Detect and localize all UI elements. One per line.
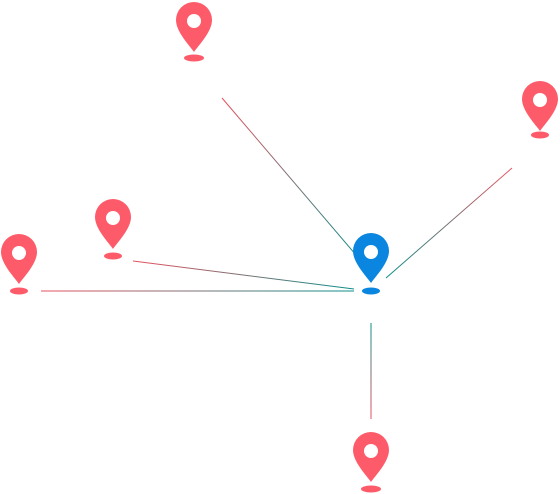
pin-shadow [362,287,380,295]
pin-left[interactable] [1,234,37,295]
link-left-upper-hub [132,260,355,290]
map-marker-icon [353,432,389,482]
map-marker-icon [95,199,131,249]
pin-left-upper[interactable] [95,199,131,260]
link-right-hub [385,167,513,279]
pin-shadow [184,54,204,62]
pin-shadow [104,252,122,260]
pin-right[interactable] [522,81,558,139]
pin-shadow [10,287,28,295]
pin-shadow [531,131,549,139]
map-marker-icon [1,234,37,284]
pin-bottom[interactable] [353,432,389,493]
pin-hub[interactable] [353,233,389,295]
map-marker-icon [353,233,389,283]
link-top-hub [221,97,363,263]
map-marker-icon [176,2,212,52]
pin-shadow [361,485,381,493]
map-marker-icon [522,81,558,131]
pin-top[interactable] [176,2,212,62]
links-layer [41,97,513,419]
